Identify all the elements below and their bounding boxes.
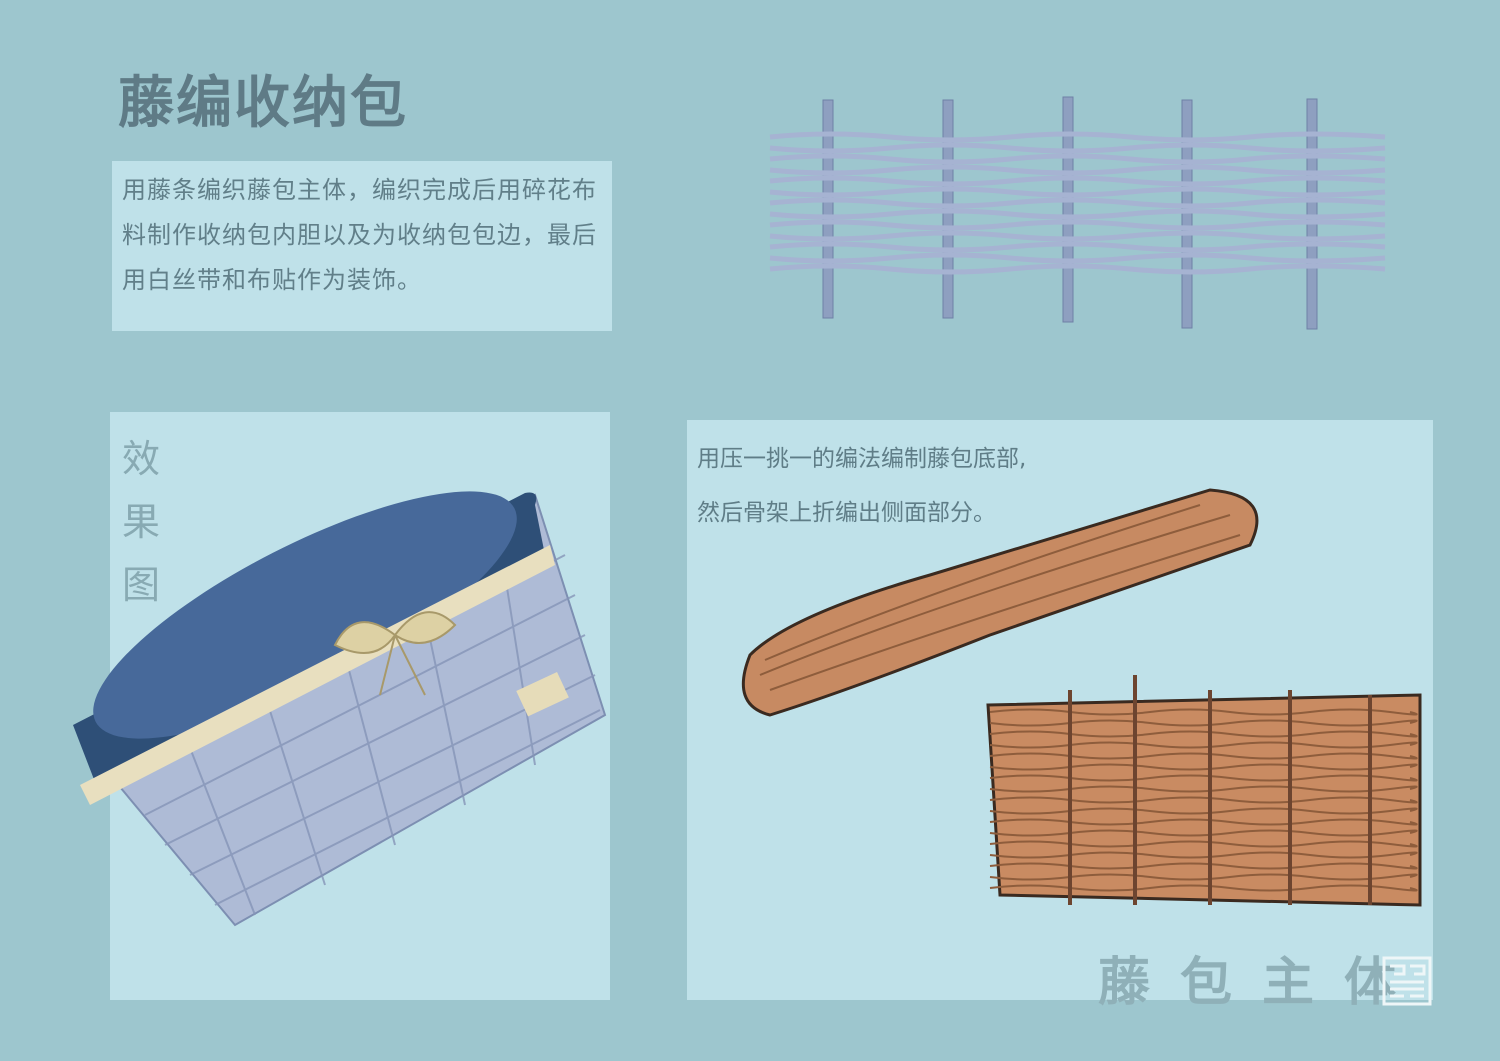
weave-strand xyxy=(769,263,1386,275)
weave-pattern-diagram xyxy=(769,96,1386,330)
description-text: 用藤条编织藤包主体，编织完成后用碎花布料制作收纳包内胆以及为收纳包包边，最后用白… xyxy=(122,176,597,294)
rattan-base-illustration xyxy=(741,488,1259,717)
effect-label: 效果图 xyxy=(122,437,161,607)
weave-strand xyxy=(769,197,1386,209)
seal-stamp-icon xyxy=(1382,956,1432,1006)
body-description-line1: 用压一挑一的编法编制藤包底部, xyxy=(697,446,1027,472)
weave-strand xyxy=(769,252,1386,264)
weave-strand xyxy=(769,219,1386,231)
weave-strand xyxy=(769,175,1386,187)
body-description-line2: 然后骨架上折编出侧面部分。 xyxy=(697,500,996,526)
weave-strand xyxy=(769,186,1386,198)
weave-strand xyxy=(769,153,1386,165)
weave-strand xyxy=(769,131,1386,143)
weave-strand xyxy=(769,208,1386,220)
body-description: 用压一挑一的编法编制藤包底部, 然后骨架上折编出侧面部分。 xyxy=(697,432,1417,540)
weave-strand xyxy=(769,230,1386,242)
rattan-side-illustration xyxy=(986,675,1422,907)
weave-strand xyxy=(769,142,1386,154)
weave-strand xyxy=(769,164,1386,176)
weave-strand xyxy=(769,241,1386,253)
basket-illustration xyxy=(73,491,607,927)
body-label: 藤包主体 xyxy=(1098,952,1427,1013)
page-title: 藤编收纳包 xyxy=(118,70,408,136)
description-box xyxy=(112,161,612,331)
